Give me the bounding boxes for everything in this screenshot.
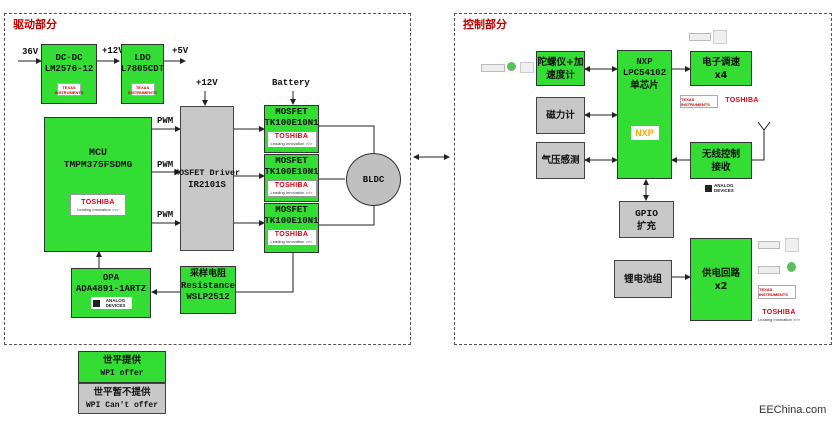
plus12v-label-b: +12V	[196, 78, 218, 88]
analog-devices-logo: ANALOG DEVICES	[704, 182, 739, 194]
legend-offer: 世平提供 WPI offer	[78, 351, 166, 383]
opa-part: ADA4891-1ARTZ	[75, 284, 147, 294]
ti-logo: TEXAS INSTRUMENTS	[54, 83, 84, 96]
watermark: EEChina.com	[759, 404, 827, 416]
mosfet-driver-block: MOSFET Driver IR2101S	[174, 106, 240, 251]
pwm-label: PWM	[157, 116, 174, 126]
ti-logo: TEXAS INSTRUMENTS	[128, 83, 157, 96]
pwm-label: PWM	[157, 210, 174, 220]
partner-logo-icon	[507, 62, 516, 71]
magnetometer-block: 磁力计	[536, 97, 585, 134]
partner-logo-icon	[689, 33, 711, 41]
mcu-title: MCU	[88, 148, 107, 159]
resistor-part: WSLP2512	[186, 292, 230, 302]
plus5v-label: +5V	[172, 46, 189, 56]
resistor-title: 采样电阻	[189, 269, 226, 279]
nxp-desc: 单芯片	[630, 80, 659, 91]
partner-logo-icon	[758, 241, 780, 249]
driver-title: MOSFET Driver	[173, 167, 241, 178]
battery-label: Battery	[272, 78, 310, 88]
barometer-block: 气压感测	[536, 142, 585, 179]
nxp-title: NXP	[636, 57, 653, 67]
drive-panel-title: 驱动部分	[13, 18, 57, 31]
battery-pack-block: 锂电池组	[614, 260, 672, 298]
opa-block: OPA ADA4891-1ARTZ ANALOG DEVICES	[71, 268, 151, 318]
wireless-receiver-block: 无线控制 接收	[690, 142, 752, 179]
opa-title: OPA	[102, 273, 120, 283]
partner-logo-icon	[758, 266, 780, 274]
dcdc-converter-block: DC-DC LM2576-12 TEXAS INSTRUMENTS	[41, 44, 97, 104]
input-voltage-label: 36V	[22, 47, 39, 57]
dcdc-title: DC-DC	[55, 53, 83, 63]
ldo-part: L7805CDT	[120, 64, 165, 74]
gpio-block: GPIO 扩充	[619, 201, 674, 238]
partner-logo-icon	[787, 262, 796, 272]
partner-logo-icon	[481, 64, 505, 72]
resistor-type: Resistance	[181, 281, 236, 291]
analog-devices-logo: ANALOG DEVICES	[90, 297, 132, 309]
ti-logo: TEXAS INSTRUMENTS	[758, 285, 796, 299]
gyro-accel-block: 陀螺仪+加 速度计	[536, 51, 585, 86]
toshiba-logo: TOSHIBA	[720, 95, 764, 106]
partner-logo-icon	[520, 62, 534, 73]
power-circuit-block: 供电回路 x2	[690, 238, 752, 321]
control-panel-title: 控制部分	[463, 18, 507, 31]
ldo-title: LDO	[134, 53, 151, 63]
bldc-label: BLDC	[362, 174, 385, 185]
nxp-mcu-block: NXP LPC54102 单芯片 NXP	[617, 50, 672, 179]
dcdc-part: LM2576-12	[44, 64, 94, 74]
bldc-motor: BLDC	[346, 153, 401, 206]
pwm-label: PWM	[157, 160, 174, 170]
esc-block: 电子调速 x4	[690, 51, 752, 86]
plus12v-label-a: +12V	[102, 46, 124, 56]
ti-logo: TEXAS INSTRUMENTS	[680, 95, 718, 108]
nxp-part: LPC54102	[622, 68, 667, 78]
partner-logo-icon	[785, 238, 799, 252]
mcu-part: TMPM375FSDMG	[63, 159, 133, 170]
legend-cant-offer: 世平暂不提供 WPI Can't offer	[78, 383, 166, 414]
nxp-logo: NXP	[630, 126, 659, 140]
sampling-resistor-block: 采样电阻 Resistance WSLP2512	[180, 266, 236, 314]
partner-logo-icon	[713, 30, 727, 44]
ldo-block: LDO L7805CDT TEXAS INSTRUMENTS	[121, 44, 164, 104]
driver-part: IR2101S	[188, 179, 226, 190]
